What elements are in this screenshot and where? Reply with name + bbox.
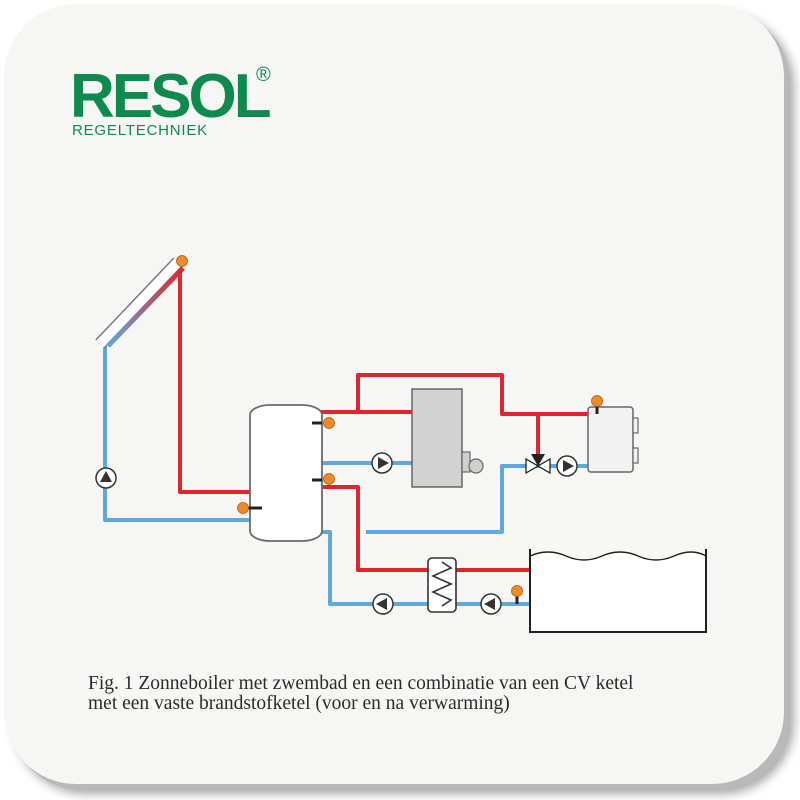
caption-line-2: met een vaste brandstofketel (voor en na… <box>88 693 510 714</box>
pool-pump-primary <box>372 593 394 615</box>
hot-pipes <box>178 266 590 572</box>
heating-return-pipe <box>366 464 590 534</box>
heat-exchanger <box>427 557 457 613</box>
boiler-bypass-pipe <box>356 373 590 416</box>
figure-caption: Fig. 1 Zonneboiler met zwembad en een co… <box>88 674 748 714</box>
three-way-valve <box>525 454 551 475</box>
caption-line-1: Fig. 1 Zonneboiler met zwembad en een co… <box>88 673 634 694</box>
resol-logo: RESOL ® REGELTECHNIEK <box>70 62 272 139</box>
tank-to-exchanger-pipe <box>320 485 430 572</box>
tank-sensor-middle <box>323 473 335 485</box>
solid-fuel-boiler <box>587 395 639 473</box>
cold-pipes <box>103 338 590 606</box>
solar-collector <box>95 255 188 349</box>
cv-boiler <box>411 388 484 488</box>
heating-pump <box>556 455 578 477</box>
boiler-pump <box>371 452 393 474</box>
card-frame <box>4 4 784 784</box>
swimming-pool <box>511 549 707 633</box>
pool-pump-secondary <box>480 593 502 615</box>
logo-tagline: REGELTECHNIEK <box>72 122 208 139</box>
logo-brand: RESOL <box>70 62 272 131</box>
pool-sensor <box>511 585 523 597</box>
logo-registered-mark: ® <box>256 64 271 86</box>
tank-sensor-bottom <box>237 502 249 514</box>
tank-sensor-top <box>323 417 335 429</box>
collector-sensor <box>176 255 188 267</box>
collector-return-pipe <box>103 338 292 522</box>
solar-pump <box>95 467 117 489</box>
storage-tank <box>237 404 335 542</box>
solid-fuel-sensor <box>591 395 603 407</box>
